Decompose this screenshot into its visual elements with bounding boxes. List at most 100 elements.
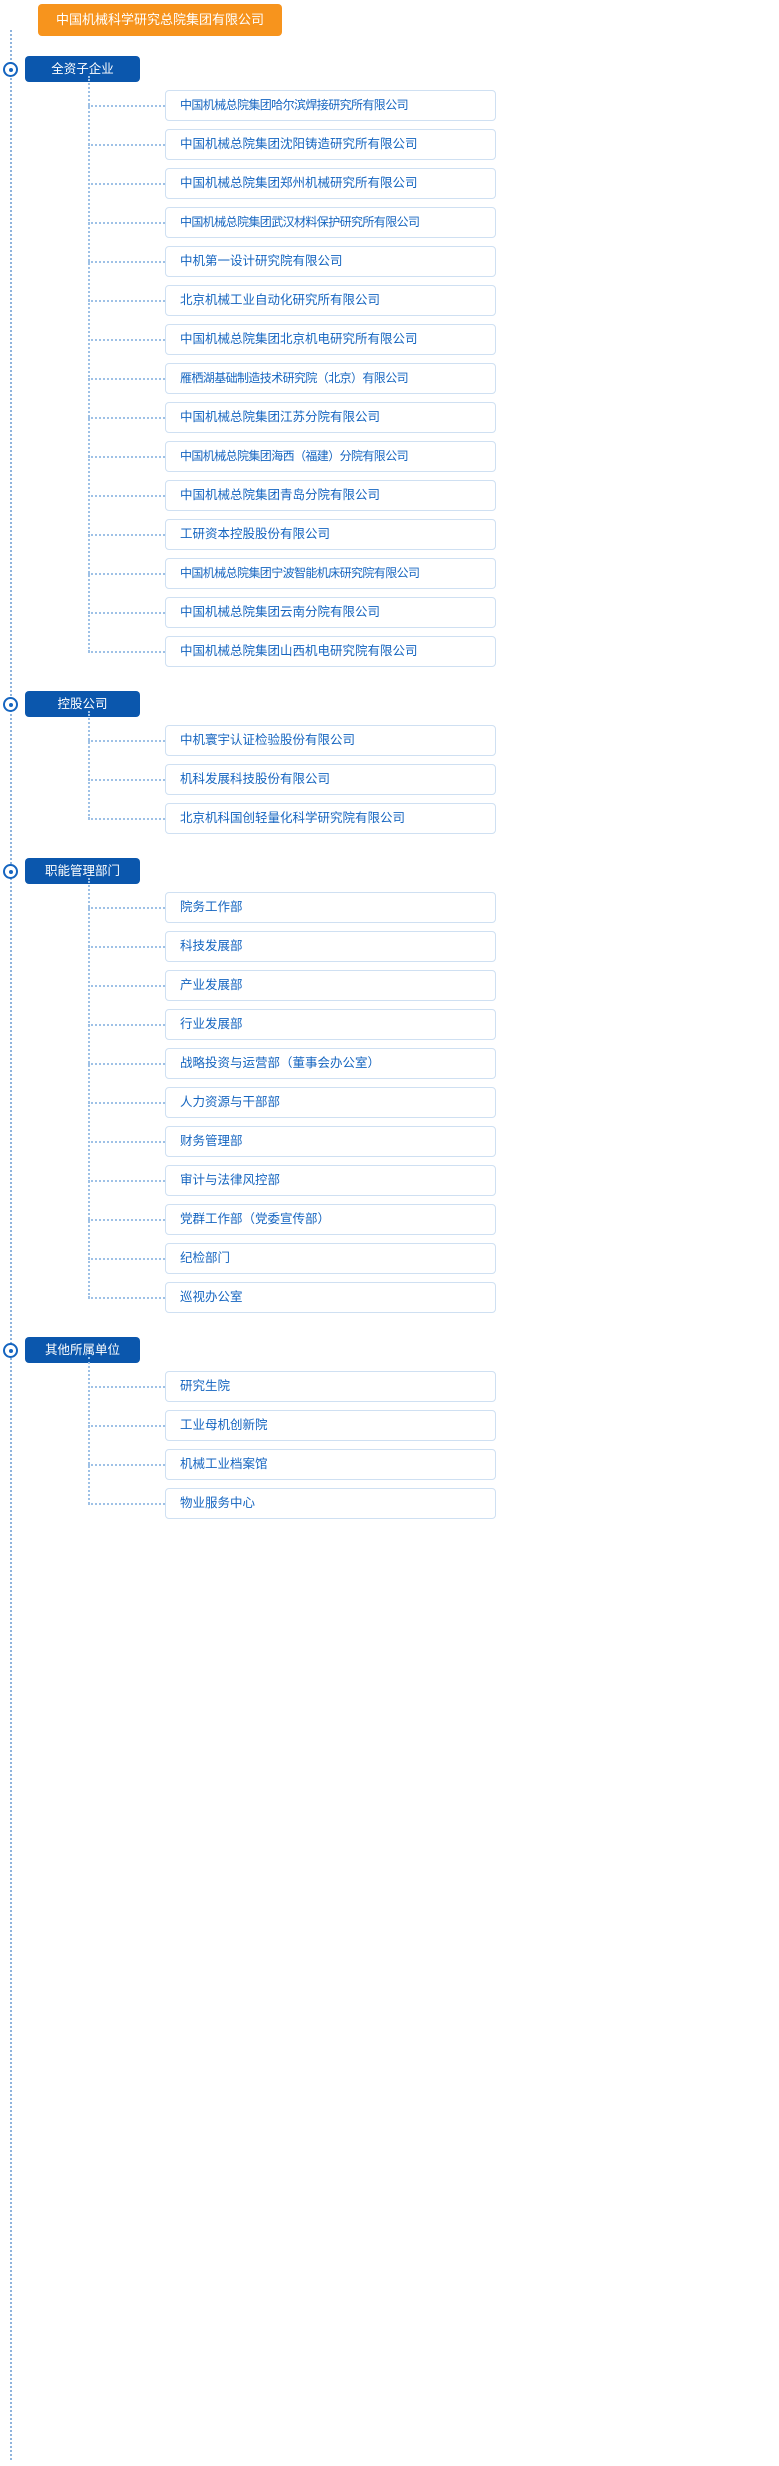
- org-item-box[interactable]: 中国机械总院集团江苏分院有限公司: [165, 402, 496, 433]
- item-connector: [88, 144, 165, 146]
- sections-container: 全资子企业中国机械总院集团哈尔滨焊接研究所有限公司中国机械总院集团沈阳铸造研究所…: [0, 56, 779, 1523]
- org-item-box[interactable]: 中国机械总院集团山西机电研究院有限公司: [165, 636, 496, 667]
- org-item-box[interactable]: 巡视办公室: [165, 1282, 496, 1313]
- list-item: 战略投资与运营部（董事会办公室）: [0, 1044, 779, 1083]
- list-item: 中国机械总院集团海西（福建）分院有限公司: [0, 437, 779, 476]
- list-item: 中国机械总院集团郑州机械研究所有限公司: [0, 164, 779, 203]
- item-connector: [88, 1024, 165, 1026]
- section: 全资子企业中国机械总院集团哈尔滨焊接研究所有限公司中国机械总院集团沈阳铸造研究所…: [0, 56, 779, 671]
- list-item: 巡视办公室: [0, 1278, 779, 1317]
- item-connector: [88, 1425, 165, 1427]
- org-item-box[interactable]: 中国机械总院集团宁波智能机床研究院有限公司: [165, 558, 496, 589]
- root-node[interactable]: 中国机械科学研究总院集团有限公司: [38, 4, 283, 36]
- list-item: 中机第一设计研究院有限公司: [0, 242, 779, 281]
- org-item-box[interactable]: 中国机械总院集团哈尔滨焊接研究所有限公司: [165, 90, 496, 121]
- item-connector: [88, 1180, 165, 1182]
- section: 其他所属单位研究生院工业母机创新院机械工业档案馆物业服务中心: [0, 1337, 779, 1523]
- org-item-box[interactable]: 纪检部门: [165, 1243, 496, 1274]
- org-item-box[interactable]: 产业发展部: [165, 970, 496, 1001]
- org-item-box[interactable]: 中国机械总院集团北京机电研究所有限公司: [165, 324, 496, 355]
- item-connector: [88, 105, 165, 107]
- org-item-box[interactable]: 中机第一设计研究院有限公司: [165, 246, 496, 277]
- item-connector: [88, 985, 165, 987]
- org-item-box[interactable]: 战略投资与运营部（董事会办公室）: [165, 1048, 496, 1079]
- org-item-box[interactable]: 中国机械总院集团郑州机械研究所有限公司: [165, 168, 496, 199]
- section-header: 控股公司: [0, 691, 779, 717]
- branch-vertical-connector: [88, 878, 90, 1298]
- item-connector: [88, 378, 165, 380]
- list-item: 中国机械总院集团武汉材料保护研究所有限公司: [0, 203, 779, 242]
- item-connector: [88, 651, 165, 653]
- main-vertical-connector: [10, 30, 12, 2460]
- list-item: 中国机械总院集团沈阳铸造研究所有限公司: [0, 125, 779, 164]
- item-connector: [88, 300, 165, 302]
- list-item: 中机寰宇认证检验股份有限公司: [0, 721, 779, 760]
- item-connector: [88, 1386, 165, 1388]
- org-item-box[interactable]: 人力资源与干部部: [165, 1087, 496, 1118]
- list-item: 中国机械总院集团云南分院有限公司: [0, 593, 779, 632]
- org-item-box[interactable]: 北京机械工业自动化研究所有限公司: [165, 285, 496, 316]
- org-item-box[interactable]: 中国机械总院集团青岛分院有限公司: [165, 480, 496, 511]
- org-item-box[interactable]: 工业母机创新院: [165, 1410, 496, 1441]
- list-item: 院务工作部: [0, 888, 779, 927]
- section-title-3[interactable]: 其他所属单位: [25, 1337, 140, 1363]
- org-item-box[interactable]: 行业发展部: [165, 1009, 496, 1040]
- org-item-box[interactable]: 院务工作部: [165, 892, 496, 923]
- list-item: 中国机械总院集团宁波智能机床研究院有限公司: [0, 554, 779, 593]
- list-item: 研究生院: [0, 1367, 779, 1406]
- node-marker-icon: [3, 864, 18, 879]
- item-connector: [88, 612, 165, 614]
- org-item-box[interactable]: 党群工作部（党委宣传部）: [165, 1204, 496, 1235]
- root-row: 中国机械科学研究总院集团有限公司: [0, 4, 779, 36]
- node-marker-icon: [3, 697, 18, 712]
- item-connector: [88, 1297, 165, 1299]
- org-item-box[interactable]: 工研资本控股股份有限公司: [165, 519, 496, 550]
- list-item: 产业发展部: [0, 966, 779, 1005]
- list-item: 党群工作部（党委宣传部）: [0, 1200, 779, 1239]
- item-connector: [88, 1219, 165, 1221]
- section-branch: 中机寰宇认证检验股份有限公司机科发展科技股份有限公司北京机科国创轻量化科学研究院…: [0, 711, 779, 838]
- org-item-box[interactable]: 物业服务中心: [165, 1488, 496, 1519]
- org-item-box[interactable]: 中国机械总院集团海西（福建）分院有限公司: [165, 441, 496, 472]
- item-connector: [88, 495, 165, 497]
- list-item: 财务管理部: [0, 1122, 779, 1161]
- org-item-box[interactable]: 科技发展部: [165, 931, 496, 962]
- section-title-0[interactable]: 全资子企业: [25, 56, 140, 82]
- section-title-1[interactable]: 控股公司: [25, 691, 140, 717]
- section-header: 全资子企业: [0, 56, 779, 82]
- list-item: 机械工业档案馆: [0, 1445, 779, 1484]
- list-item: 北京机科国创轻量化科学研究院有限公司: [0, 799, 779, 838]
- item-connector: [88, 456, 165, 458]
- org-item-box[interactable]: 中机寰宇认证检验股份有限公司: [165, 725, 496, 756]
- section: 职能管理部门院务工作部科技发展部产业发展部行业发展部战略投资与运营部（董事会办公…: [0, 858, 779, 1317]
- item-connector: [88, 1503, 165, 1505]
- org-item-box[interactable]: 机械工业档案馆: [165, 1449, 496, 1480]
- org-item-box[interactable]: 财务管理部: [165, 1126, 496, 1157]
- section-title-2[interactable]: 职能管理部门: [25, 858, 140, 884]
- section-header: 职能管理部门: [0, 858, 779, 884]
- section: 控股公司中机寰宇认证检验股份有限公司机科发展科技股份有限公司北京机科国创轻量化科…: [0, 691, 779, 838]
- item-connector: [88, 1141, 165, 1143]
- node-marker-icon: [3, 1343, 18, 1358]
- item-connector: [88, 1102, 165, 1104]
- org-item-box[interactable]: 中国机械总院集团沈阳铸造研究所有限公司: [165, 129, 496, 160]
- list-item: 物业服务中心: [0, 1484, 779, 1523]
- list-item: 中国机械总院集团哈尔滨焊接研究所有限公司: [0, 86, 779, 125]
- org-item-box[interactable]: 北京机科国创轻量化科学研究院有限公司: [165, 803, 496, 834]
- list-item: 人力资源与干部部: [0, 1083, 779, 1122]
- section-branch: 中国机械总院集团哈尔滨焊接研究所有限公司中国机械总院集团沈阳铸造研究所有限公司中…: [0, 76, 779, 671]
- org-item-box[interactable]: 雁栖湖基础制造技术研究院（北京）有限公司: [165, 363, 496, 394]
- org-item-box[interactable]: 中国机械总院集团武汉材料保护研究所有限公司: [165, 207, 496, 238]
- org-item-box[interactable]: 审计与法律风控部: [165, 1165, 496, 1196]
- org-item-box[interactable]: 研究生院: [165, 1371, 496, 1402]
- item-connector: [88, 417, 165, 419]
- item-connector: [88, 1464, 165, 1466]
- list-item: 北京机械工业自动化研究所有限公司: [0, 281, 779, 320]
- list-item: 行业发展部: [0, 1005, 779, 1044]
- org-item-box[interactable]: 机科发展科技股份有限公司: [165, 764, 496, 795]
- section-header: 其他所属单位: [0, 1337, 779, 1363]
- item-connector: [88, 1063, 165, 1065]
- org-item-box[interactable]: 中国机械总院集团云南分院有限公司: [165, 597, 496, 628]
- item-connector: [88, 946, 165, 948]
